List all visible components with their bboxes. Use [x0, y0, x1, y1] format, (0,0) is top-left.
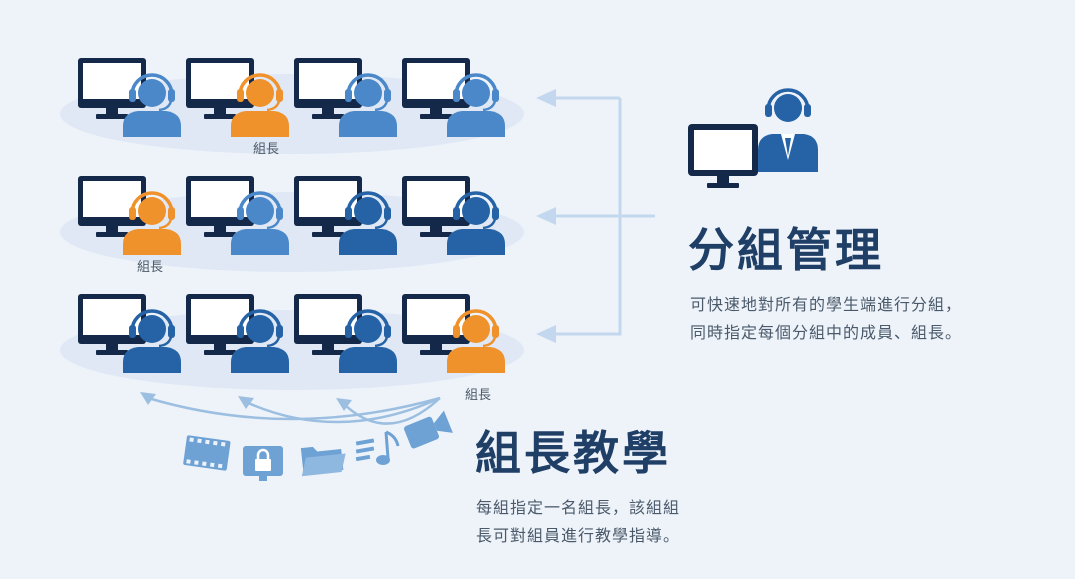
distribution-bracket: [536, 89, 655, 343]
monitor-icon: [186, 294, 254, 355]
leader-headset-person-icon: [231, 73, 289, 137]
arrowhead: [536, 207, 556, 225]
description-line: 可快速地對所有的學生端進行分組，: [690, 295, 963, 314]
student-station: [294, 294, 397, 373]
description-line: 長可對組員進行教學指導。: [476, 526, 681, 545]
student-station: [402, 176, 505, 255]
arrowhead: [336, 398, 352, 411]
description-line: 每組指定一名組長，該組組: [476, 498, 681, 517]
arrowhead: [536, 325, 556, 343]
student-station: [186, 176, 289, 255]
leader-headset-person-icon: [123, 191, 181, 255]
arrowhead: [140, 392, 156, 405]
group-leader-label: 組長: [465, 388, 491, 403]
student-group-row: 組長: [78, 294, 505, 403]
headset-person-icon: [231, 191, 289, 255]
lock-icon: [243, 446, 283, 481]
broadcast-arrow: [245, 396, 441, 424]
headset-person-icon: [339, 191, 397, 255]
leader-teaching-title: 組長教學: [475, 426, 671, 480]
headset-person-icon: [123, 73, 181, 137]
group-leader-label: 組長: [137, 260, 163, 275]
student-group-row: 組長: [78, 58, 505, 157]
group-management-description: 可快速地對所有的學生端進行分組， 同時指定每個分組中的成員、組長。: [690, 291, 962, 347]
teacher-icon: [688, 88, 818, 188]
student-station: [294, 58, 397, 137]
student-group-row: 組長: [78, 176, 505, 275]
folder-icon: [300, 446, 346, 477]
headset-person-icon: [447, 191, 505, 255]
music-icon: [355, 430, 400, 465]
student-station: [402, 58, 505, 137]
leader-headset-person-icon: [447, 309, 505, 373]
video-camera-icon: [404, 410, 453, 449]
group-leader-station: [402, 294, 505, 373]
broadcast-arrows: [140, 392, 441, 425]
headset-person-icon: [231, 309, 289, 373]
student-station: [78, 294, 181, 373]
student-station: [294, 176, 397, 255]
group-leader-station: [186, 58, 289, 137]
group-management-title: 分組管理: [688, 223, 884, 277]
arrowhead: [536, 89, 556, 107]
student-station: [78, 58, 181, 137]
headset-person-icon: [339, 309, 397, 373]
arrowhead: [238, 396, 254, 409]
group-leader-station: [78, 176, 181, 255]
broadcast-arrow: [343, 397, 441, 425]
student-station: [186, 294, 289, 373]
leader-teaching-description: 每組指定一名組長，該組組 長可對組員進行教學指導。: [476, 494, 680, 550]
headset-person-icon: [339, 73, 397, 137]
broadcast-arrow: [147, 396, 441, 421]
headset-person-icon: [447, 73, 505, 137]
film-icon: [183, 435, 231, 471]
media-icons: [183, 410, 453, 481]
headset-person-icon: [123, 309, 181, 373]
description-line: 同時指定每個分組中的成員、組長。: [690, 323, 963, 342]
group-leader-label: 組長: [253, 142, 279, 157]
